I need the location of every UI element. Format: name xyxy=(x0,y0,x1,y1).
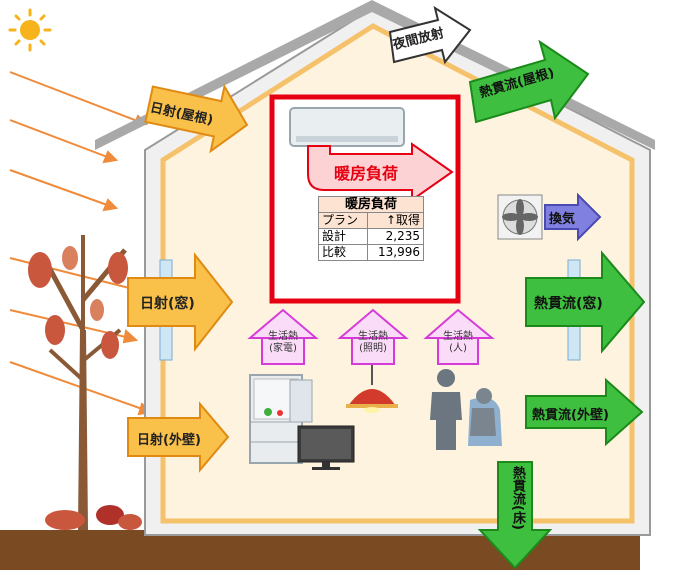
heat-wall-label: 熱貫流(外壁) xyxy=(532,408,609,423)
air-conditioner-icon xyxy=(289,107,405,147)
living-heat-appliances-label: 生活熱(家電) xyxy=(268,331,298,354)
living-heat-lighting-arrow xyxy=(337,308,409,365)
table-header-gain: ↑取得 xyxy=(367,212,424,229)
heat-window-label: 熱貫流(窓) xyxy=(534,296,603,312)
refrigerator-icon xyxy=(249,374,313,464)
sun-icon xyxy=(8,8,52,52)
solar-wall-arrow xyxy=(127,401,230,473)
table-header-plan: プラン xyxy=(317,212,369,229)
solar-roof-arrow xyxy=(144,83,249,154)
tree-icon xyxy=(28,235,142,530)
heat-window-arrow xyxy=(525,250,646,354)
pendant-lamp-icon xyxy=(346,365,398,413)
ventilation-label: 換気 xyxy=(549,212,576,227)
solar-window-arrow xyxy=(127,252,234,352)
heating-load-table: 暖房負荷 プラン ↑取得 設計 2,235 比較 13,996 xyxy=(317,196,424,261)
solar-window-label: 日射(窓) xyxy=(140,296,195,312)
table-row-label: 設計 xyxy=(317,228,369,245)
table-row: 比較 13,996 xyxy=(317,244,424,261)
fan-icon xyxy=(497,194,543,240)
table-title: 暖房負荷 xyxy=(318,196,424,213)
solar-wall-label: 日射(外壁) xyxy=(137,433,201,448)
ventilation-arrow xyxy=(544,192,602,242)
heating-load-label: 暖房負荷 xyxy=(334,164,399,183)
heating-load-arrow xyxy=(307,142,454,202)
living-heat-lighting-label: 生活熱(照明) xyxy=(358,331,388,354)
heat-floor-label: 熱貫流(床) xyxy=(510,466,525,530)
heat-roof-arrow xyxy=(468,39,590,124)
table-row-label: 比較 xyxy=(317,244,369,261)
living-heat-people-arrow xyxy=(423,308,495,365)
table-row-value: 2,235 xyxy=(367,228,424,245)
table-row-value: 13,996 xyxy=(367,244,424,261)
heat-floor-arrow xyxy=(477,461,553,570)
people-icon xyxy=(430,369,502,450)
table-row: 設計 2,235 xyxy=(317,228,424,245)
living-heat-appliances-arrow xyxy=(247,308,319,365)
night-radiation-arrow xyxy=(388,5,472,65)
heat-wall-arrow xyxy=(525,377,644,447)
living-heat-people-label: 生活熱(人) xyxy=(443,331,473,354)
tv-icon xyxy=(297,425,355,470)
